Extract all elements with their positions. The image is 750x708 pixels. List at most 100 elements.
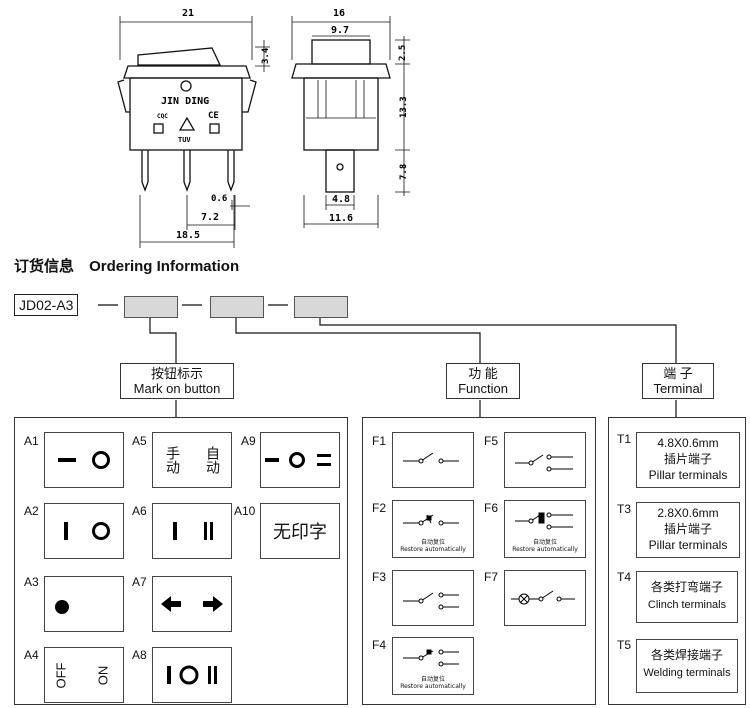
- side-width-dim: 16: [333, 8, 345, 19]
- terminal-t4-option[interactable]: 各类打弯端子 Clinch terminals: [636, 571, 738, 623]
- mark-a4-button[interactable]: OFF ON: [44, 647, 124, 703]
- arrows-icon: [161, 596, 223, 612]
- function-f4-diagram[interactable]: 自动复位 Restore automatically: [392, 637, 474, 695]
- t3-size: 2.8X0.6mm: [657, 506, 719, 520]
- side-h3-dim: 7.8: [399, 164, 409, 180]
- mark-category-cn: 按钮标示: [150, 366, 203, 381]
- a5-auto-label: 自动: [204, 446, 220, 474]
- mark-code-a2: A2: [24, 504, 39, 518]
- mark-code-a4: A4: [24, 648, 39, 662]
- front-pin-dim: 0.6: [211, 194, 227, 204]
- mark-code-a6: A6: [132, 504, 147, 518]
- mark-a6-button[interactable]: [152, 503, 232, 559]
- front-view: [117, 16, 270, 248]
- mark-code-a10: A10: [234, 504, 256, 518]
- spdt-momentary-icon: [403, 649, 459, 667]
- front-total-dim: 18.5: [176, 230, 200, 241]
- function-code-f4: F4: [372, 638, 387, 652]
- mark-a2-button[interactable]: [44, 503, 124, 559]
- spdt-switch-icon: [403, 592, 459, 610]
- terminal-code-t4: T4: [617, 570, 632, 584]
- function-code-f2: F2: [372, 501, 387, 515]
- cqc-mark: CQC: [157, 113, 168, 120]
- mark-a3-button[interactable]: [44, 576, 124, 632]
- technical-drawing: 21 3.4 7.2 18.5 0.6 JIN DING CQC CE TUV …: [117, 8, 410, 248]
- ce-mark: CE: [208, 111, 219, 121]
- mark-a1-button[interactable]: [44, 432, 124, 488]
- mark-category: 按钮标示 Mark on button: [120, 363, 234, 399]
- side-view: [291, 16, 410, 228]
- mark-a9-button[interactable]: [260, 432, 340, 488]
- function-code-f7: F7: [484, 570, 499, 584]
- mark-a8-button[interactable]: [152, 647, 232, 703]
- terminal-category: 端 子 Terminal: [642, 363, 714, 399]
- tuv-mark: TUV: [178, 136, 191, 144]
- mark-slot[interactable]: [124, 296, 178, 318]
- terminal-category-en: Terminal: [653, 381, 703, 396]
- mark-code-a7: A7: [132, 575, 147, 589]
- function-f6-diagram[interactable]: 自动复位 Restore automatically: [504, 500, 586, 558]
- function-slot[interactable]: [210, 296, 264, 318]
- mark-code-a1: A1: [24, 434, 39, 448]
- a5-manual-label: 手动: [164, 446, 180, 474]
- terminal-t1-option[interactable]: 4.8X0.6mm 插片端子 Pillar terminals: [636, 432, 740, 488]
- function-f2-diagram[interactable]: 自动复位 Restore automatically: [392, 500, 474, 558]
- mark-a5-button[interactable]: 手动 自动: [152, 432, 232, 488]
- a4-on-label: ON: [95, 665, 111, 686]
- terminal-t3-option[interactable]: 2.8X0.6mm 插片端子 Pillar terminals: [636, 502, 740, 558]
- function-category-cn: 功 能: [468, 366, 498, 381]
- mark-category-en: Mark on button: [133, 381, 221, 396]
- f6-restore-cn: 自动复位: [532, 539, 557, 546]
- mark-code-a9: A9: [241, 434, 256, 448]
- terminal-t5-option[interactable]: 各类焊接端子 Welding terminals: [636, 639, 738, 693]
- model-code: JD02-A3: [14, 294, 79, 316]
- terminal-code-t3: T3: [617, 502, 632, 516]
- spst-momentary-icon: [403, 514, 459, 526]
- side-h2-dim: 13.3: [399, 96, 409, 118]
- t3-en: Pillar terminals: [648, 538, 728, 552]
- spst-switch-icon: [403, 452, 459, 464]
- heading-cn: 订货信息: [14, 257, 75, 275]
- t1-cn: 插片端子: [663, 452, 712, 466]
- f4-restore-en: Restore automatically: [400, 683, 466, 690]
- a10-no-print-label: 无印字: [273, 522, 327, 543]
- function-f7-diagram[interactable]: [504, 570, 586, 626]
- function-category-en: Function: [458, 381, 508, 396]
- function-code-f1: F1: [372, 434, 387, 448]
- f4-restore-cn: 自动复位: [420, 676, 445, 683]
- mark-code-a3: A3: [24, 575, 39, 589]
- t1-size: 4.8X0.6mm: [657, 436, 719, 450]
- mark-a10-button[interactable]: 无印字: [260, 503, 340, 559]
- t5-en: Welding terminals: [643, 667, 731, 679]
- function-code-f3: F3: [372, 570, 387, 584]
- t5-cn: 各类焊接端子: [650, 648, 723, 662]
- front-width-dim: 21: [182, 8, 194, 19]
- t3-cn: 插片端子: [663, 522, 712, 536]
- side-top-dim: 9.7: [331, 25, 349, 36]
- function-code-f6: F6: [484, 501, 499, 515]
- mark-code-a5: A5: [132, 434, 147, 448]
- function-f5-diagram[interactable]: [504, 432, 586, 488]
- terminal-code-t1: T1: [617, 432, 632, 446]
- lamp-switch-icon: [511, 590, 575, 605]
- connector-lines: [98, 304, 677, 417]
- f6-restore-en: Restore automatically: [512, 546, 578, 553]
- t4-cn: 各类打弯端子: [650, 580, 723, 594]
- function-f1-diagram[interactable]: [392, 432, 474, 488]
- terminal-code-t5: T5: [617, 638, 632, 652]
- mark-a7-button[interactable]: [152, 576, 232, 632]
- lamp-switch-momentary-icon: [515, 512, 573, 530]
- heading-en: Ordering Information: [89, 258, 240, 275]
- dpdt-switch-icon: [515, 454, 573, 472]
- function-category: 功 能 Function: [446, 363, 520, 399]
- terminal-category-cn: 端 子: [663, 366, 693, 381]
- side-pin-dim: 4.8: [332, 194, 350, 205]
- side-base-dim: 11.6: [329, 213, 353, 224]
- function-f3-diagram[interactable]: [392, 570, 474, 626]
- t1-en: Pillar terminals: [648, 468, 728, 482]
- front-pitch-dim: 7.2: [201, 212, 219, 223]
- f2-restore-en: Restore automatically: [400, 546, 466, 553]
- t4-en: Clinch terminals: [647, 599, 727, 611]
- function-code-f5: F5: [484, 434, 499, 448]
- terminal-slot[interactable]: [294, 296, 348, 318]
